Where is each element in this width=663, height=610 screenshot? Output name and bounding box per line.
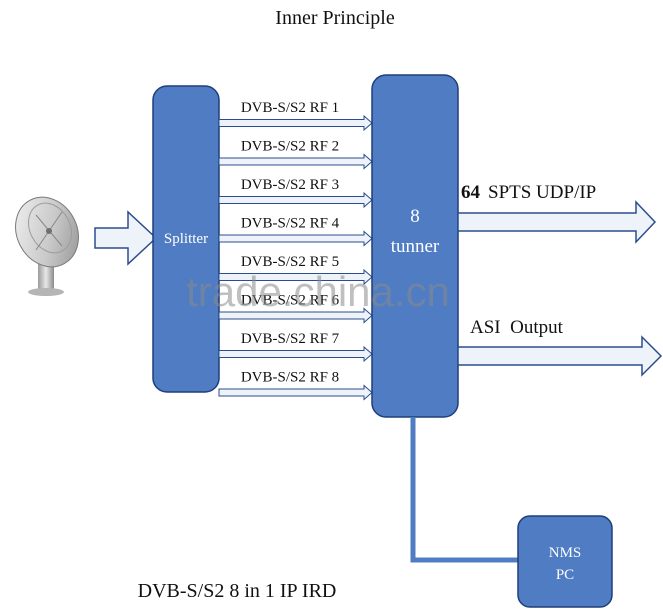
rf-label-7: DVB-S/S2 RF 7 <box>241 331 340 347</box>
nms-label: NMS <box>549 545 582 561</box>
pc-label: PC <box>556 567 574 583</box>
rf-label-6: DVB-S/S2 RF 6 <box>241 293 340 309</box>
tuner-label: tunner <box>391 236 440 257</box>
rf-arrow-7 <box>218 345 373 363</box>
tuner-count-label: 8 <box>410 206 420 227</box>
diagram-title: Inner Principle <box>275 7 395 29</box>
ip-output-label: 64 SPTS UDP/IP <box>461 182 596 203</box>
splitter-label: Splitter <box>164 231 208 247</box>
nms-connector-line <box>410 417 518 563</box>
satellite-dish-icon <box>15 196 79 296</box>
rf-arrow-4 <box>218 230 373 247</box>
input-arrow <box>94 210 158 266</box>
rf-label-2: DVB-S/S2 RF 2 <box>241 139 339 155</box>
rf-arrow-5 <box>218 268 373 286</box>
rf-arrow-6 <box>218 307 373 324</box>
tuner-block: 8 tunner <box>371 74 459 418</box>
rf-label-5: DVB-S/S2 RF 5 <box>241 254 339 270</box>
ip-output-arrow <box>457 200 657 244</box>
rf-label-8: DVB-S/S2 RF 8 <box>241 370 339 386</box>
asi-output-arrow <box>457 335 663 377</box>
splitter-block: Splitter <box>152 85 220 393</box>
rf-label-3: DVB-S/S2 RF 3 <box>241 177 339 193</box>
nms-pc-block: NMS PC <box>517 515 613 608</box>
ip-output-count: 64 <box>461 182 481 203</box>
rf-arrow-8 <box>218 384 373 401</box>
diagram-caption: DVB-S/S2 8 in 1 IP IRD <box>138 580 337 602</box>
watermark-text: trade.china.cn <box>186 268 450 315</box>
rf-arrow-1 <box>218 114 373 132</box>
asi-output-label: ASI Output <box>470 317 564 338</box>
ip-output-type: SPTS UDP/IP <box>488 182 596 203</box>
rf-label-1: DVB-S/S2 RF 1 <box>241 100 339 116</box>
rf-arrow-2 <box>218 153 373 170</box>
rf-arrow-3 <box>218 191 373 209</box>
rf-channel-arrows: DVB-S/S2 RF 1 DVB-S/S2 RF 2 DVB-S/S2 RF 3 D… <box>218 100 373 401</box>
rf-label-4: DVB-S/S2 RF 4 <box>241 216 340 232</box>
